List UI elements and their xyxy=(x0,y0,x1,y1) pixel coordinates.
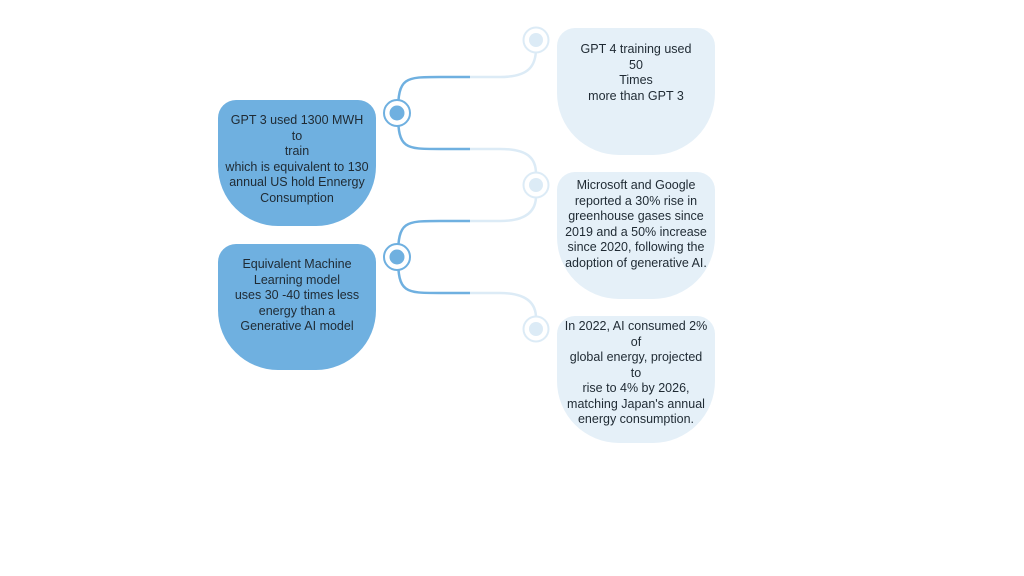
left-node-2 xyxy=(383,243,411,271)
ml-model-energy-card: Equivalent Machine Learning model uses 3… xyxy=(218,244,376,370)
gpt3-energy-card: GPT 3 used 1300 MWH to train which is eq… xyxy=(218,100,376,226)
connector-1a-fade xyxy=(470,47,538,79)
gpt3-energy-text: GPT 3 used 1300 MWH to train which is eq… xyxy=(225,113,369,205)
greenhouse-gases-card: Microsoft and Google reported a 30% rise… xyxy=(557,172,715,299)
gpt4-training-card: GPT 4 training used 50 Times more than G… xyxy=(557,28,715,155)
right-node-2 xyxy=(522,171,550,199)
gpt4-training-text: GPT 4 training used 50 Times more than G… xyxy=(580,42,692,103)
right-node-1 xyxy=(522,26,550,54)
connector-2a-fade xyxy=(470,195,538,223)
right-node-3 xyxy=(522,315,550,343)
global-energy-text: In 2022, AI consumed 2% of global energy… xyxy=(564,319,708,426)
left-node-1 xyxy=(383,99,411,127)
connector-2b-fade xyxy=(470,291,538,319)
ml-model-energy-text: Equivalent Machine Learning model uses 3… xyxy=(234,257,360,333)
greenhouse-gases-text: Microsoft and Google reported a 30% rise… xyxy=(565,178,707,270)
connector-1b-fade xyxy=(470,147,538,175)
global-energy-card: In 2022, AI consumed 2% of global energy… xyxy=(557,316,715,443)
